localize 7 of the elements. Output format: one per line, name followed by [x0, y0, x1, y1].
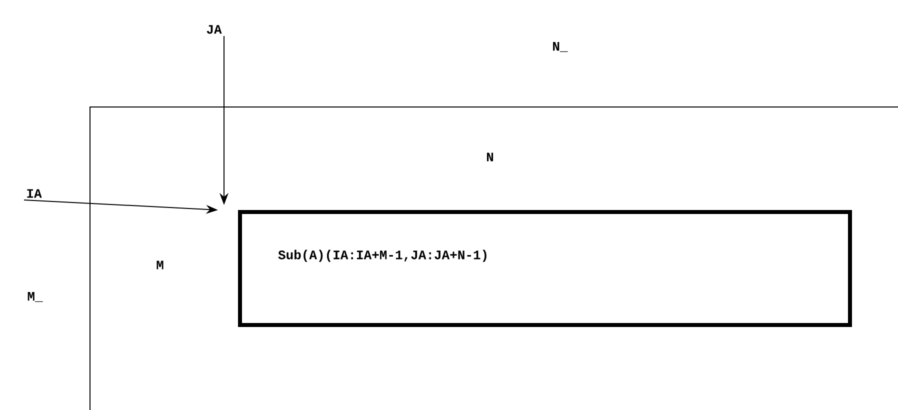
dimension-label: N	[486, 152, 494, 162]
dimension-label: M_	[28, 292, 43, 302]
matrix-index-label: JA	[206, 25, 222, 34]
submatrix-box: Sub(A)(IA:IA+M-1,JA:JA+N-1)	[238, 210, 852, 327]
dimension-label: N_	[553, 42, 568, 52]
matrix-index-label: IA	[27, 189, 42, 198]
dimension-label: M	[156, 260, 164, 270]
